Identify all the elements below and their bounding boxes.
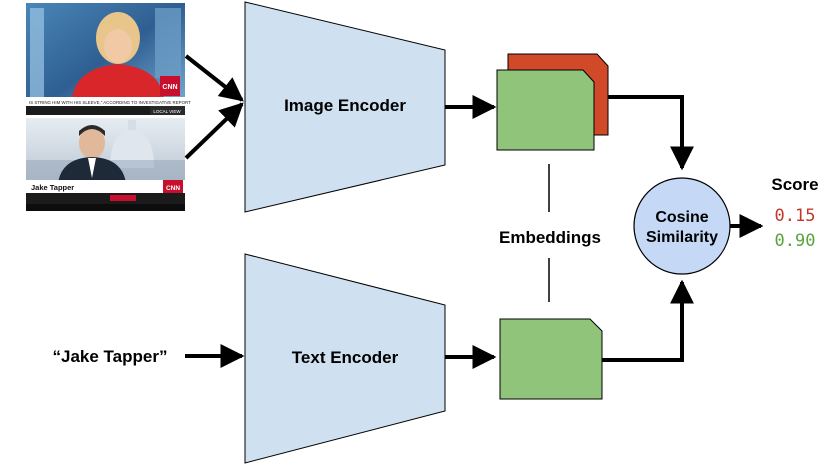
frame-1-ticker: IS STRING HIM WITH HIS SLEEVE," ACCORDIN… bbox=[29, 100, 191, 105]
score-value-2: 0.90 bbox=[775, 231, 816, 251]
text-embedding-green bbox=[499, 318, 603, 400]
frame-1-badge: LOCAL VIEW bbox=[153, 109, 181, 114]
cnn-logo-2: CNN bbox=[166, 185, 180, 192]
arrow-image-embedding-to-cosine bbox=[608, 95, 694, 171]
embeddings-label: Embeddings bbox=[499, 228, 601, 247]
cosine-label-line1: Cosine bbox=[655, 209, 708, 226]
cnn-logo-icon bbox=[163, 180, 183, 193]
frame-2-caption: Jake Tapper bbox=[31, 183, 74, 192]
arrow-text-embedding-to-cosine bbox=[602, 279, 694, 362]
image-encoder-label: Image Encoder bbox=[284, 96, 406, 115]
cosine-label-line2: Similarity bbox=[646, 229, 718, 246]
image-embedding-green bbox=[496, 69, 595, 151]
score-title: Score bbox=[771, 175, 818, 194]
text-encoder-block bbox=[244, 253, 446, 464]
cnn-logo-1: CNN bbox=[162, 84, 177, 91]
arrow-frame2-to-image-encoder bbox=[184, 102, 244, 160]
cnn-logo-icon bbox=[160, 76, 180, 96]
score-value-1: 0.15 bbox=[775, 206, 816, 226]
cosine-similarity-node bbox=[633, 177, 731, 275]
text-encoder-label: Text Encoder bbox=[292, 348, 399, 367]
video-frame-1: CNN IS STRING HIM WITH HIS SLEEVE," ACCO… bbox=[26, 3, 191, 115]
image-encoder-block bbox=[244, 1, 446, 213]
arrow-frame1-to-image-encoder bbox=[184, 54, 244, 102]
video-frame-2: Jake Tapper CNN bbox=[26, 118, 185, 211]
input-text: “Jake Tapper” bbox=[53, 347, 168, 366]
